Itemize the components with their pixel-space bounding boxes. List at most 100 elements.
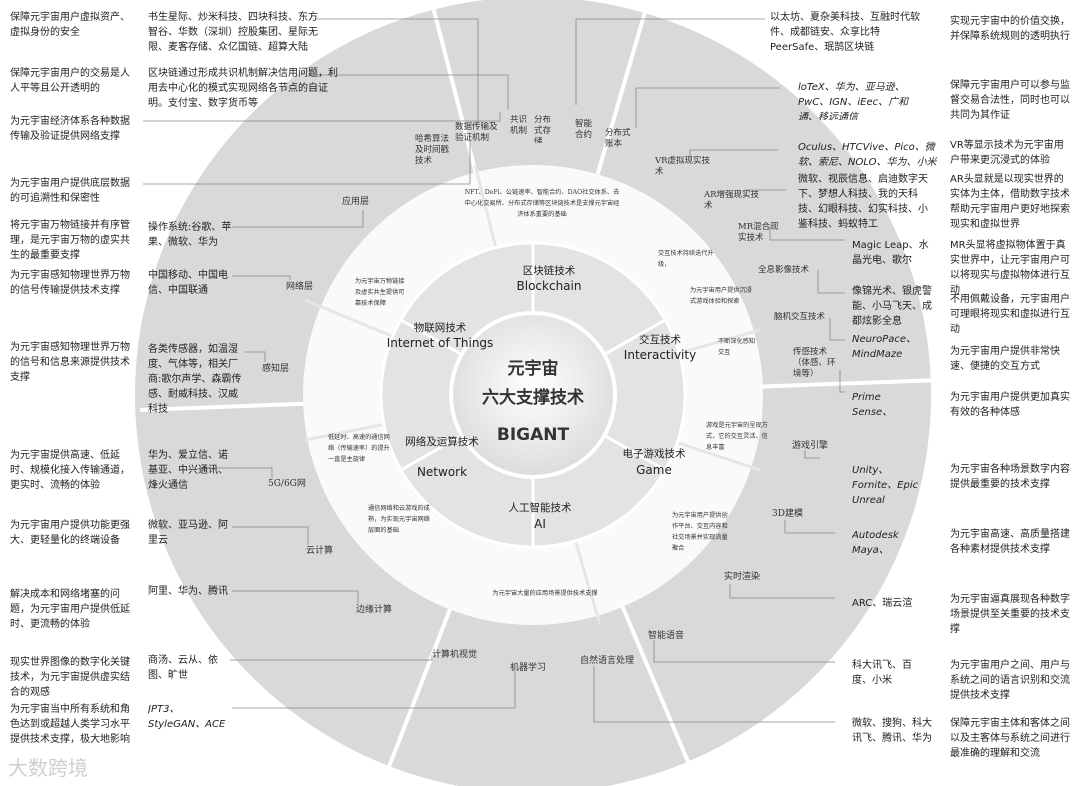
left-desc-12: 为元宇宙当中所有系统和角色达到或超越人类学习水平提供技术支撑，极大地影响元宇宙的… xyxy=(10,704,130,745)
note-network-2: 低延时、高速的通信网络（传输速率）的提升一直是主旋律 xyxy=(328,434,390,463)
leader-lines xyxy=(143,18,845,723)
ring-blockchain-1: 哈希算法及时间戳技术 xyxy=(415,134,449,166)
right-desc-10: 为元宇宙高速、高质量搭建各种素材提供技术支撑 xyxy=(950,529,1070,555)
right-desc-13: 保障元宇宙主体和客体之间以及主客体与系统之间进行最准确的理解和交流 xyxy=(950,718,1070,759)
center-circle xyxy=(449,311,617,479)
right-companies-1: 以太坊、夏杂美科技、互融时代软件、成都链安、众享比特PeerSafe、珉鹄区块链 xyxy=(770,12,920,53)
left-desc-7: 为元宇宙感知物理世界万物的信号和信息来源提供技术支撑 xyxy=(10,342,130,383)
ring-blockchain-4: 分布式存储 xyxy=(534,115,551,143)
tech-iot-en: Internet of Things xyxy=(387,336,494,350)
left-desc-9: 为元宇宙用户提供功能更强大、更轻量化的终端设备 xyxy=(10,520,130,546)
left-companies-2: 区块链通过形成共识机制解决信用问题，利用去中心化的模式实现网络各节点的自证明。支… xyxy=(148,68,338,109)
tech-ai-zh: 人工智能技术 xyxy=(509,501,572,514)
ring-interactivity-6: 传感技术（体感、环境等） xyxy=(793,347,836,379)
ring-ai-1: 智能语音 xyxy=(648,629,684,641)
outer-ring-labels: 哈希算法及时间戳技术 数据传输及验证机制 共识机制 分布式存储 智能合约 分布式… xyxy=(262,115,836,673)
left-desc-4: 为元宇宙用户提供底层数据的可追溯性和保密性 xyxy=(10,178,130,204)
center-title-1: 元宇宙 xyxy=(508,358,559,379)
note-blockchain: NFT、DeFi、公链速率、智能合约、DAO社交体系、去中心化交易所、分布式存储… xyxy=(465,189,620,218)
right-desc-1: 实现元宇宙中的价值交换，并保障系统规则的透明执行 xyxy=(950,16,1070,42)
right-desc-7: 为元宇宙用户提供非常快速、便捷的交互方式 xyxy=(950,346,1060,372)
left-companies-7: 各类传感器，如温湿度、气体等，相关厂商:歌尔声学、森霸传感、耐威科技、汉威科技 xyxy=(148,344,242,414)
ring-interactivity-5: 脑机交互技术 xyxy=(774,312,825,322)
ring-iot-3: 应用层 xyxy=(342,195,369,207)
center-title-3: BIGANT xyxy=(497,425,570,445)
left-desc-2: 保障元宇宙用户的交易是人人平等且公开透明的 xyxy=(10,68,130,94)
watermark: 大数跨境 xyxy=(8,756,88,780)
note-game-1: 游戏是元宇宙的呈现方式，它的交互灵活、信息丰富 xyxy=(706,422,768,451)
note-interactivity-3: 不断深化感知交互 xyxy=(718,338,755,356)
right-companies-5: Magic Leap、水晶光电、歌尔 xyxy=(852,240,929,266)
left-desc-11: 现实世界图像的数字化关键技术，为元宇宙提供虚实结合的观感 xyxy=(10,657,130,698)
tech-interactivity-en: Interactivity xyxy=(624,348,696,362)
left-desc-6: 为元宇宙感知物理世界万物的信号传输提供技术支撑 xyxy=(10,270,130,296)
right-companies-6: 像锦光术、银虎警能、小马飞天、成都炫影全息 xyxy=(852,286,932,327)
center-title-2: 六大支撑技术 xyxy=(482,387,584,408)
middle-ring-notes: NFT、DeFi、公链速率、智能合约、DAO社交体系、去中心化交易所、分布式存储… xyxy=(328,189,768,597)
right-companies-11: ARC、瑞云渲 xyxy=(852,598,913,609)
left-companies-1: 书生星际、炒米科技、四块科技、东方智谷、华数（深圳）控股集团、星际无限、麦客存储… xyxy=(148,12,318,53)
note-interactivity-2: 为元宇宙用户提供沉浸式游戏体验和探索 xyxy=(690,287,752,305)
tech-ai-en: AI xyxy=(534,517,546,531)
right-companies-12: 科大讯飞、百度、小米 xyxy=(852,660,912,686)
ring-ai-3: 机器学习 xyxy=(510,661,546,673)
left-companies-6: 中国移动、中国电信、中国联通 xyxy=(148,270,228,296)
tech-iot-zh: 物联网技术 xyxy=(414,321,467,334)
ring-game-2: 3D建模 xyxy=(772,507,803,519)
ring-ai-4: 计算机视觉 xyxy=(432,648,477,660)
tech-network-zh: 网络及运算技术 xyxy=(405,435,479,448)
left-desc-1: 保障元宇宙用户虚拟资产、虚拟身份的安全 xyxy=(10,12,130,38)
note-ai: 为元宇宙大量的应用场景提供技术支撑 xyxy=(492,590,597,597)
ring-blockchain-5: 智能合约 xyxy=(575,119,592,140)
left-desc-10: 解决成本和网络堵塞的问题，为元宇宙用户提供低延时、更流畅的体验 xyxy=(10,589,130,630)
ring-network-1: 5G/6G网 xyxy=(268,478,306,489)
ring-network-2: 云计算 xyxy=(306,544,333,556)
note-game-2: 为元宇宙用户提供创作平台、交互内容和社交场景并实现流量聚合 xyxy=(672,512,728,552)
right-desc-12: 为元宇宙用户之间、用户与系统之间的语言识别和交流提供技术支撑 xyxy=(950,660,1070,701)
right-companies-13: 微软、搜狗、科大讯飞、腾讯、华为 xyxy=(852,718,932,744)
right-companies-3: Oculus、HTCVive、Pico、微软、索尼、NOLO、华为、小米 xyxy=(798,142,937,168)
ring-interactivity-2: AR增强现实技术 xyxy=(704,190,759,211)
right-desc-3: VR等显示技术为元宇宙用户带来更沉浸式的体验 xyxy=(950,140,1064,166)
ring-iot-1: 感知层 xyxy=(262,362,289,374)
left-desc-5: 将元宇宙万物链接并有序管理，是元宇宙万物的虚实共生的最重要支撑 xyxy=(10,220,130,261)
right-companies-10: Autodesk Maya、3DMax xyxy=(852,530,899,556)
ring-game-3: 实时渲染 xyxy=(724,570,760,582)
left-desc-8: 为元宇宙提供高速、低延时、规模化接入传输通道，更实时、流畅的体验 xyxy=(10,450,130,491)
left-desc-3: 为元宇宙经济体系各种数据传输及验证提供网络支撑 xyxy=(10,116,130,142)
right-desc-9: 为元宇宙各种场景数字内容提供最重要的技术支撑 xyxy=(950,464,1070,490)
left-companies-11: 商汤、云从、依图、旷世 xyxy=(148,655,218,681)
ring-blockchain-3: 共识机制 xyxy=(510,115,527,136)
left-companies-10: 阿里、华为、腾讯 xyxy=(148,586,228,597)
left-companies-9: 微软、亚马逊、阿里云 xyxy=(148,520,228,546)
ring-iot-2: 网络层 xyxy=(286,280,313,292)
right-companies-2: loTeX、华为、亚马逊、PwC、IGN、iEec、广和通、移远通信 xyxy=(798,82,909,120)
note-interactivity-1: 交互技术持续迭代升级， xyxy=(658,250,714,268)
tech-interactivity-zh: 交互技术 xyxy=(639,333,681,346)
tech-network-en: Network xyxy=(417,465,467,479)
ring-ai-2: 自然语言处理 xyxy=(580,654,634,666)
tech-game-en: Game xyxy=(636,463,672,477)
tech-blockchain-zh: 区块链技术 xyxy=(523,264,576,277)
ring-network-3: 边缘计算 xyxy=(356,603,392,615)
ring-game-1: 游戏引擎 xyxy=(792,439,828,451)
right-desc-11: 为元宇宙逼真展现各种数字场景提供至关重要的技术支撑 xyxy=(950,594,1070,635)
left-companies-12: JPT3、StyleGAN、ACE xyxy=(148,704,226,730)
right-companies-4: 微软、视辰信息、启迪数字天下、梦想人科技、我的天科技、幻眼科技、幻实科技、小鉴科… xyxy=(798,174,928,230)
ring-blockchain-2: 数据传输及验证机制 xyxy=(455,122,498,143)
right-desc-6: 不用佩戴设备，元宇宙用户可理眼将现实和虚拟进行互动 xyxy=(950,294,1070,335)
right-companies-9: Unity、Fornite、Epic Unreal xyxy=(852,465,919,506)
note-network-1: 通信网络和云游戏的成熟，为实现元宇宙网络层面的基础 xyxy=(368,505,430,534)
right-desc-2: 保障元宇宙用户可以参与监督交易合法性，同时也可以共同为其作证 xyxy=(950,80,1070,121)
right-companies-7: NeuroPace、MindMaze xyxy=(852,334,917,360)
note-iot: 为元宇宙万物链接及虚实共生提供可靠技术保障 xyxy=(355,278,405,307)
right-desc-5: MR头显将虚拟物体置于真实世界中，让元宇宙用户可以将现实与虚拟物体进行互动 xyxy=(950,240,1070,296)
left-companies-8: 华为、爱立信、诺基亚、中兴通讯、烽火通信 xyxy=(148,450,228,491)
ring-blockchain-6: 分布式账本 xyxy=(605,128,631,149)
right-desc-8: 为元宇宙用户提供更加真实有效的各种体感 xyxy=(950,392,1070,418)
ring-interactivity-3: MR混合现实技术 xyxy=(738,222,779,243)
tech-game-zh: 电子游戏技术 xyxy=(623,447,686,460)
tech-blockchain-en: Blockchain xyxy=(517,279,582,293)
right-desc-4: AR头显就是以现实世界的实体为主体，借助数字技术帮助元宇宙用户更好地探索现实和虚… xyxy=(950,174,1070,230)
